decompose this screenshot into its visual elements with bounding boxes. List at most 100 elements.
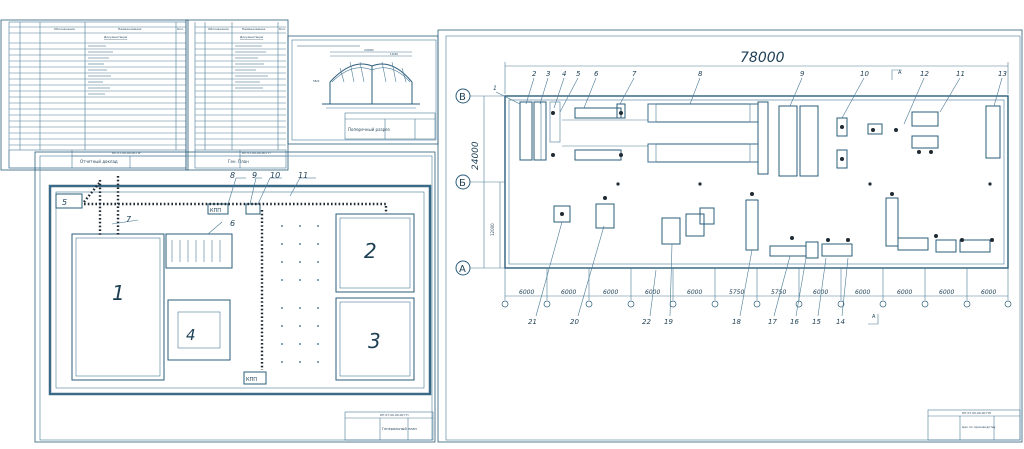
- axis-row-v: В: [455, 88, 505, 104]
- building-3: [335, 297, 415, 381]
- building-10: [245, 203, 261, 215]
- workshop-half-width: 12000: [490, 223, 495, 236]
- spec-left-title: Отчетный доклад: [80, 159, 118, 164]
- axis-row-v-label: В: [459, 92, 466, 103]
- axis-row-a: А: [455, 260, 505, 276]
- spec-left-section-title: Документация: [104, 35, 127, 39]
- building-4: [167, 299, 231, 361]
- bay-1: 6000: [519, 289, 534, 296]
- top-label-2: 2: [532, 70, 537, 78]
- section-title: Поперечный разрез: [348, 127, 390, 132]
- equipment-lower: [553, 197, 991, 259]
- building-6: [165, 233, 233, 269]
- utility-lines: [83, 176, 388, 370]
- zone-label-5: 5: [62, 198, 67, 207]
- building-1: [71, 233, 165, 381]
- kpp-bottom: КПП: [246, 377, 257, 383]
- zone-label-8: 8: [230, 171, 235, 180]
- kpp-booth-bottom: [243, 371, 267, 385]
- spec-right-col3: Кол.: [279, 27, 286, 31]
- spec-sheet-right: Обозначение Наименование Кол. Документац…: [185, 19, 289, 171]
- bay-4: 6000: [645, 289, 660, 296]
- workshop-sheet: 78000 24000 12000 В Б А: [437, 29, 1023, 443]
- bay-6: 5750: [729, 289, 744, 296]
- top-label-12: 12: [920, 70, 929, 78]
- section-span-total: 24000: [364, 48, 374, 52]
- section-mark-bottom: А: [872, 314, 876, 320]
- bay-12: 6000: [981, 289, 996, 296]
- spec-left-col3: Кол.: [177, 27, 184, 31]
- axis-column-bubbles: [501, 300, 1012, 308]
- equipment-upper: [519, 101, 1001, 177]
- workshop-width: 24000: [471, 141, 481, 170]
- axis-row-b-label: Б: [459, 178, 466, 189]
- spec-left-code: КП 07.00.00.00 ПР: [112, 151, 141, 155]
- zone-label-11: 11: [298, 171, 308, 180]
- zone-label-9: 9: [252, 171, 257, 180]
- bay-5: 6000: [687, 289, 702, 296]
- section-sheet: 24000 12000 5820 Поперечный разрез: [287, 35, 439, 145]
- axis-row-a-label: А: [459, 264, 466, 275]
- zone-label-2: 2: [364, 239, 377, 263]
- top-label-7: 7: [632, 70, 637, 78]
- spec-right-section-title: Документация: [240, 35, 263, 39]
- spec-right-col2: Наименование: [242, 27, 265, 31]
- bay-7: 5750: [771, 289, 786, 296]
- genplan-title: Генеральный план: [382, 427, 417, 431]
- zone-label-6: 6: [230, 219, 235, 228]
- bottom-label-22: 22: [642, 318, 651, 326]
- top-label-9: 9: [800, 70, 805, 78]
- zone-label-4: 4: [186, 326, 196, 344]
- top-label-4: 4: [562, 70, 566, 78]
- spec-right-title: Ген. План: [228, 159, 249, 164]
- kpp-top: КПП: [210, 208, 221, 214]
- bottom-label-21: 21: [528, 318, 537, 326]
- workshop-code: КП 07.00.00.00 ПЛ: [962, 411, 991, 415]
- site-boundary: [48, 184, 432, 396]
- bottom-label-20: 20: [570, 318, 579, 326]
- spec-left-col1: Обозначение: [54, 27, 75, 31]
- top-label-11: 11: [956, 70, 965, 78]
- section-span-half: 12000: [390, 52, 398, 56]
- bottom-label-14: 14: [836, 318, 845, 326]
- bay-3: 6000: [603, 289, 618, 296]
- bottom-label-19: 19: [664, 318, 673, 326]
- genplan-sheet: 1 2 3 4 5 6 7 8 9 10 11 КПП КПП КП 07.00…: [34, 151, 436, 443]
- section-mark-top: А: [898, 70, 902, 76]
- top-label-6: 6: [594, 70, 599, 78]
- bottom-label-17: 17: [768, 318, 777, 326]
- top-label-5: 5: [576, 70, 581, 78]
- bay-9: 6000: [855, 289, 870, 296]
- bottom-label-15: 15: [812, 318, 821, 326]
- workshop-outline: [504, 95, 1009, 269]
- top-label-8: 8: [698, 70, 703, 78]
- bay-10: 6000: [897, 289, 912, 296]
- bottom-label-18: 18: [732, 318, 741, 326]
- top-label-3: 3: [546, 70, 550, 78]
- top-label-1: 1: [493, 85, 497, 92]
- bay-11: 6000: [939, 289, 954, 296]
- building-2: [335, 213, 415, 293]
- axis-columns: [504, 268, 1009, 300]
- section-height: 5820: [313, 79, 320, 83]
- building-5: [55, 193, 83, 209]
- zone-label-10: 10: [270, 171, 280, 180]
- workshop-length: 78000: [740, 50, 785, 66]
- bottom-label-16: 16: [790, 318, 799, 326]
- zone-label-3: 3: [368, 329, 381, 353]
- zone-label-1: 1: [112, 281, 125, 305]
- workshop-title: Цех по производству: [962, 425, 996, 429]
- zone-label-7: 7: [126, 215, 132, 224]
- genplan-code: КП 07.00.00.00 ГП: [380, 413, 409, 417]
- spec-sheet-left: Обозначение Наименование Кол. Документац…: [0, 19, 189, 171]
- spec-right-code: КП 07.00.00.00 ГП: [242, 151, 271, 155]
- bay-2: 6000: [561, 289, 576, 296]
- spec-right-col1: Обозначение: [208, 27, 229, 31]
- top-label-10: 10: [860, 70, 869, 78]
- axis-row-b: Б: [455, 174, 505, 190]
- top-label-13: 13: [998, 70, 1007, 78]
- bay-8: 6000: [813, 289, 828, 296]
- spec-left-col2: Наименование: [118, 27, 141, 31]
- tree-dots: [281, 225, 319, 363]
